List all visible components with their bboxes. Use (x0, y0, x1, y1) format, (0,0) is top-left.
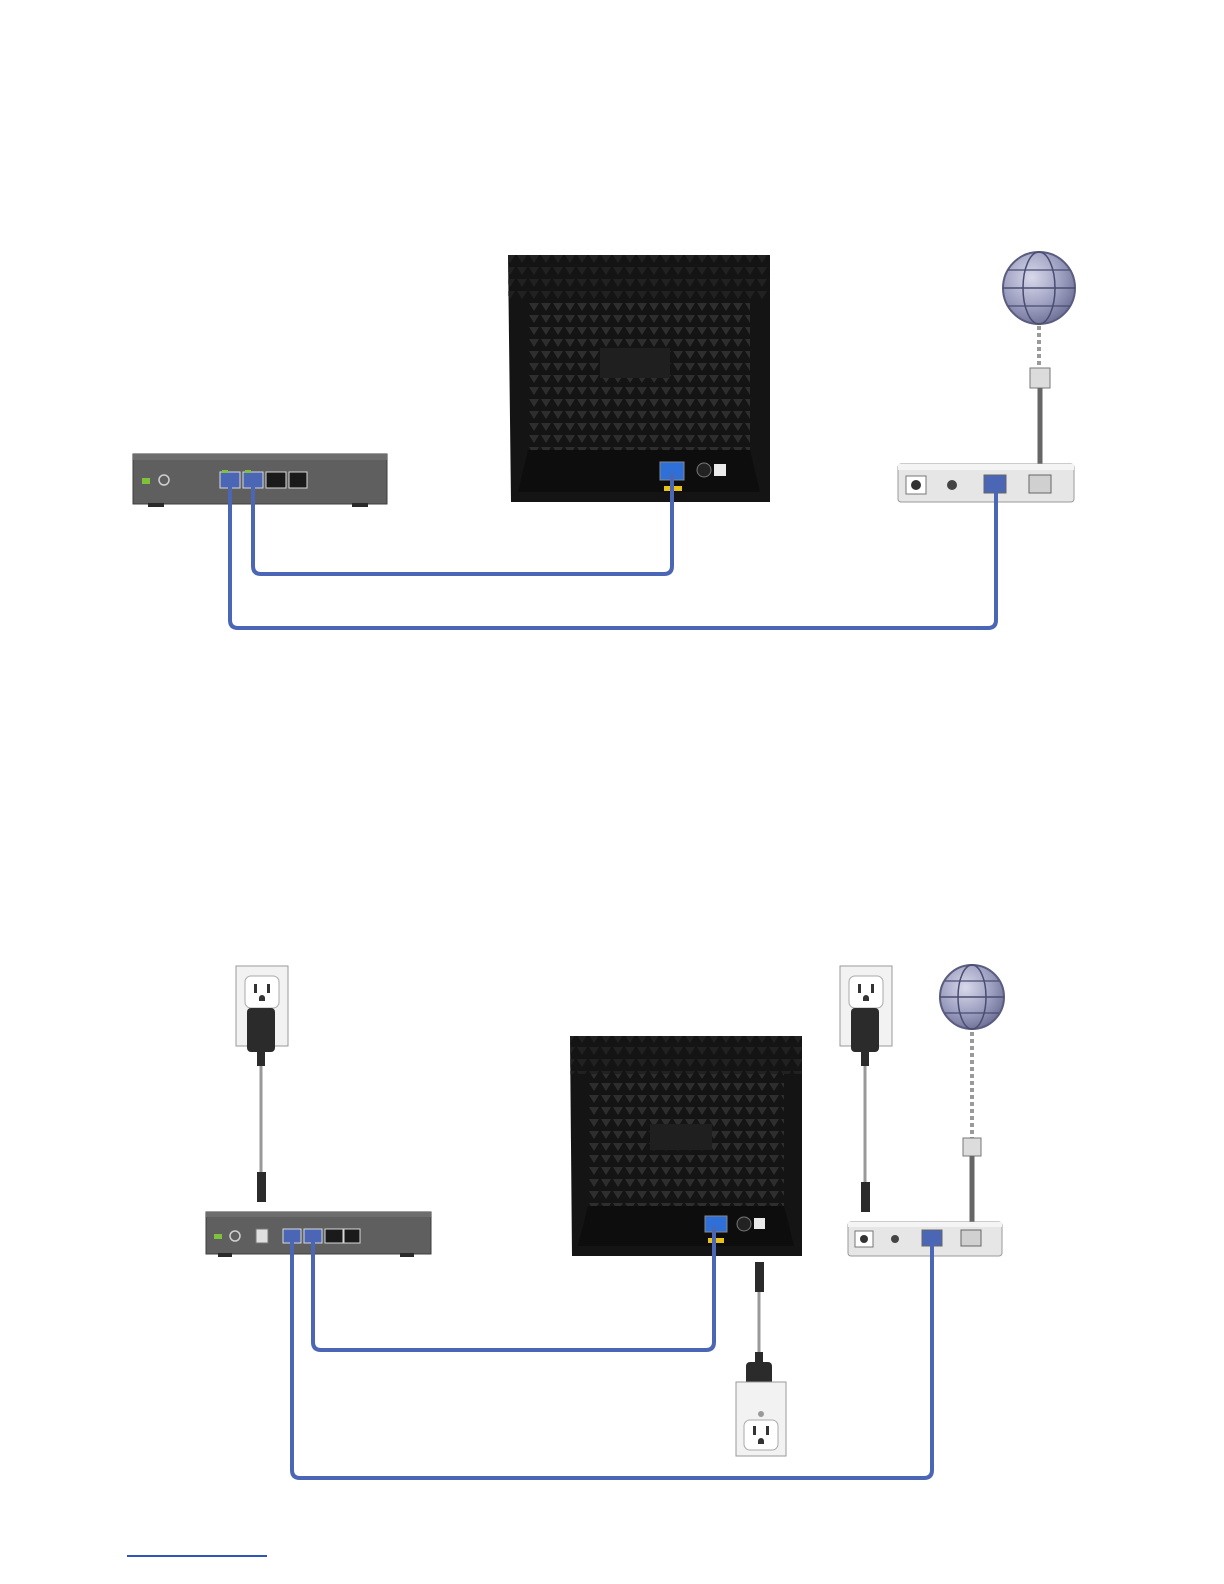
wall-outlet-router (736, 1382, 786, 1456)
modem-phone-port (1029, 475, 1051, 493)
power-adapter-right (851, 1008, 879, 1066)
modem-phone-port (961, 1230, 981, 1246)
power-led-icon (142, 478, 150, 484)
connection-diagram-top (0, 230, 1224, 650)
wifi-router (508, 255, 770, 502)
router-power-button-icon (697, 463, 711, 477)
wifi-router (570, 1036, 802, 1256)
ethernet-cable-switch-modem (230, 485, 996, 628)
diagram-bottom-canvas (0, 950, 1224, 1510)
power-plug-right (861, 1182, 870, 1212)
internet-globe-icon (940, 965, 1004, 1029)
router-dc-jack (714, 464, 726, 476)
router-power-button-icon (737, 1217, 751, 1231)
internet-globe-icon (1003, 252, 1075, 324)
phone-jack-icon (1030, 368, 1050, 388)
footer-rule (127, 1555, 267, 1557)
modem (898, 464, 1074, 502)
diagram-top-canvas (0, 230, 1224, 650)
network-switch (133, 454, 387, 507)
power-led-icon (214, 1234, 222, 1239)
network-switch (206, 1212, 431, 1257)
switch-ports (220, 470, 307, 488)
power-plug-left (257, 1172, 266, 1202)
connection-diagram-bottom (0, 950, 1224, 1510)
modem (848, 1222, 1002, 1256)
router-dc-jack (754, 1218, 765, 1229)
power-adapter-left (247, 1008, 275, 1066)
phone-jack-icon (963, 1138, 981, 1156)
switch-dc-jack (256, 1229, 268, 1243)
ethernet-cable-switch-modem (292, 1240, 932, 1478)
power-plug-router (755, 1262, 764, 1292)
